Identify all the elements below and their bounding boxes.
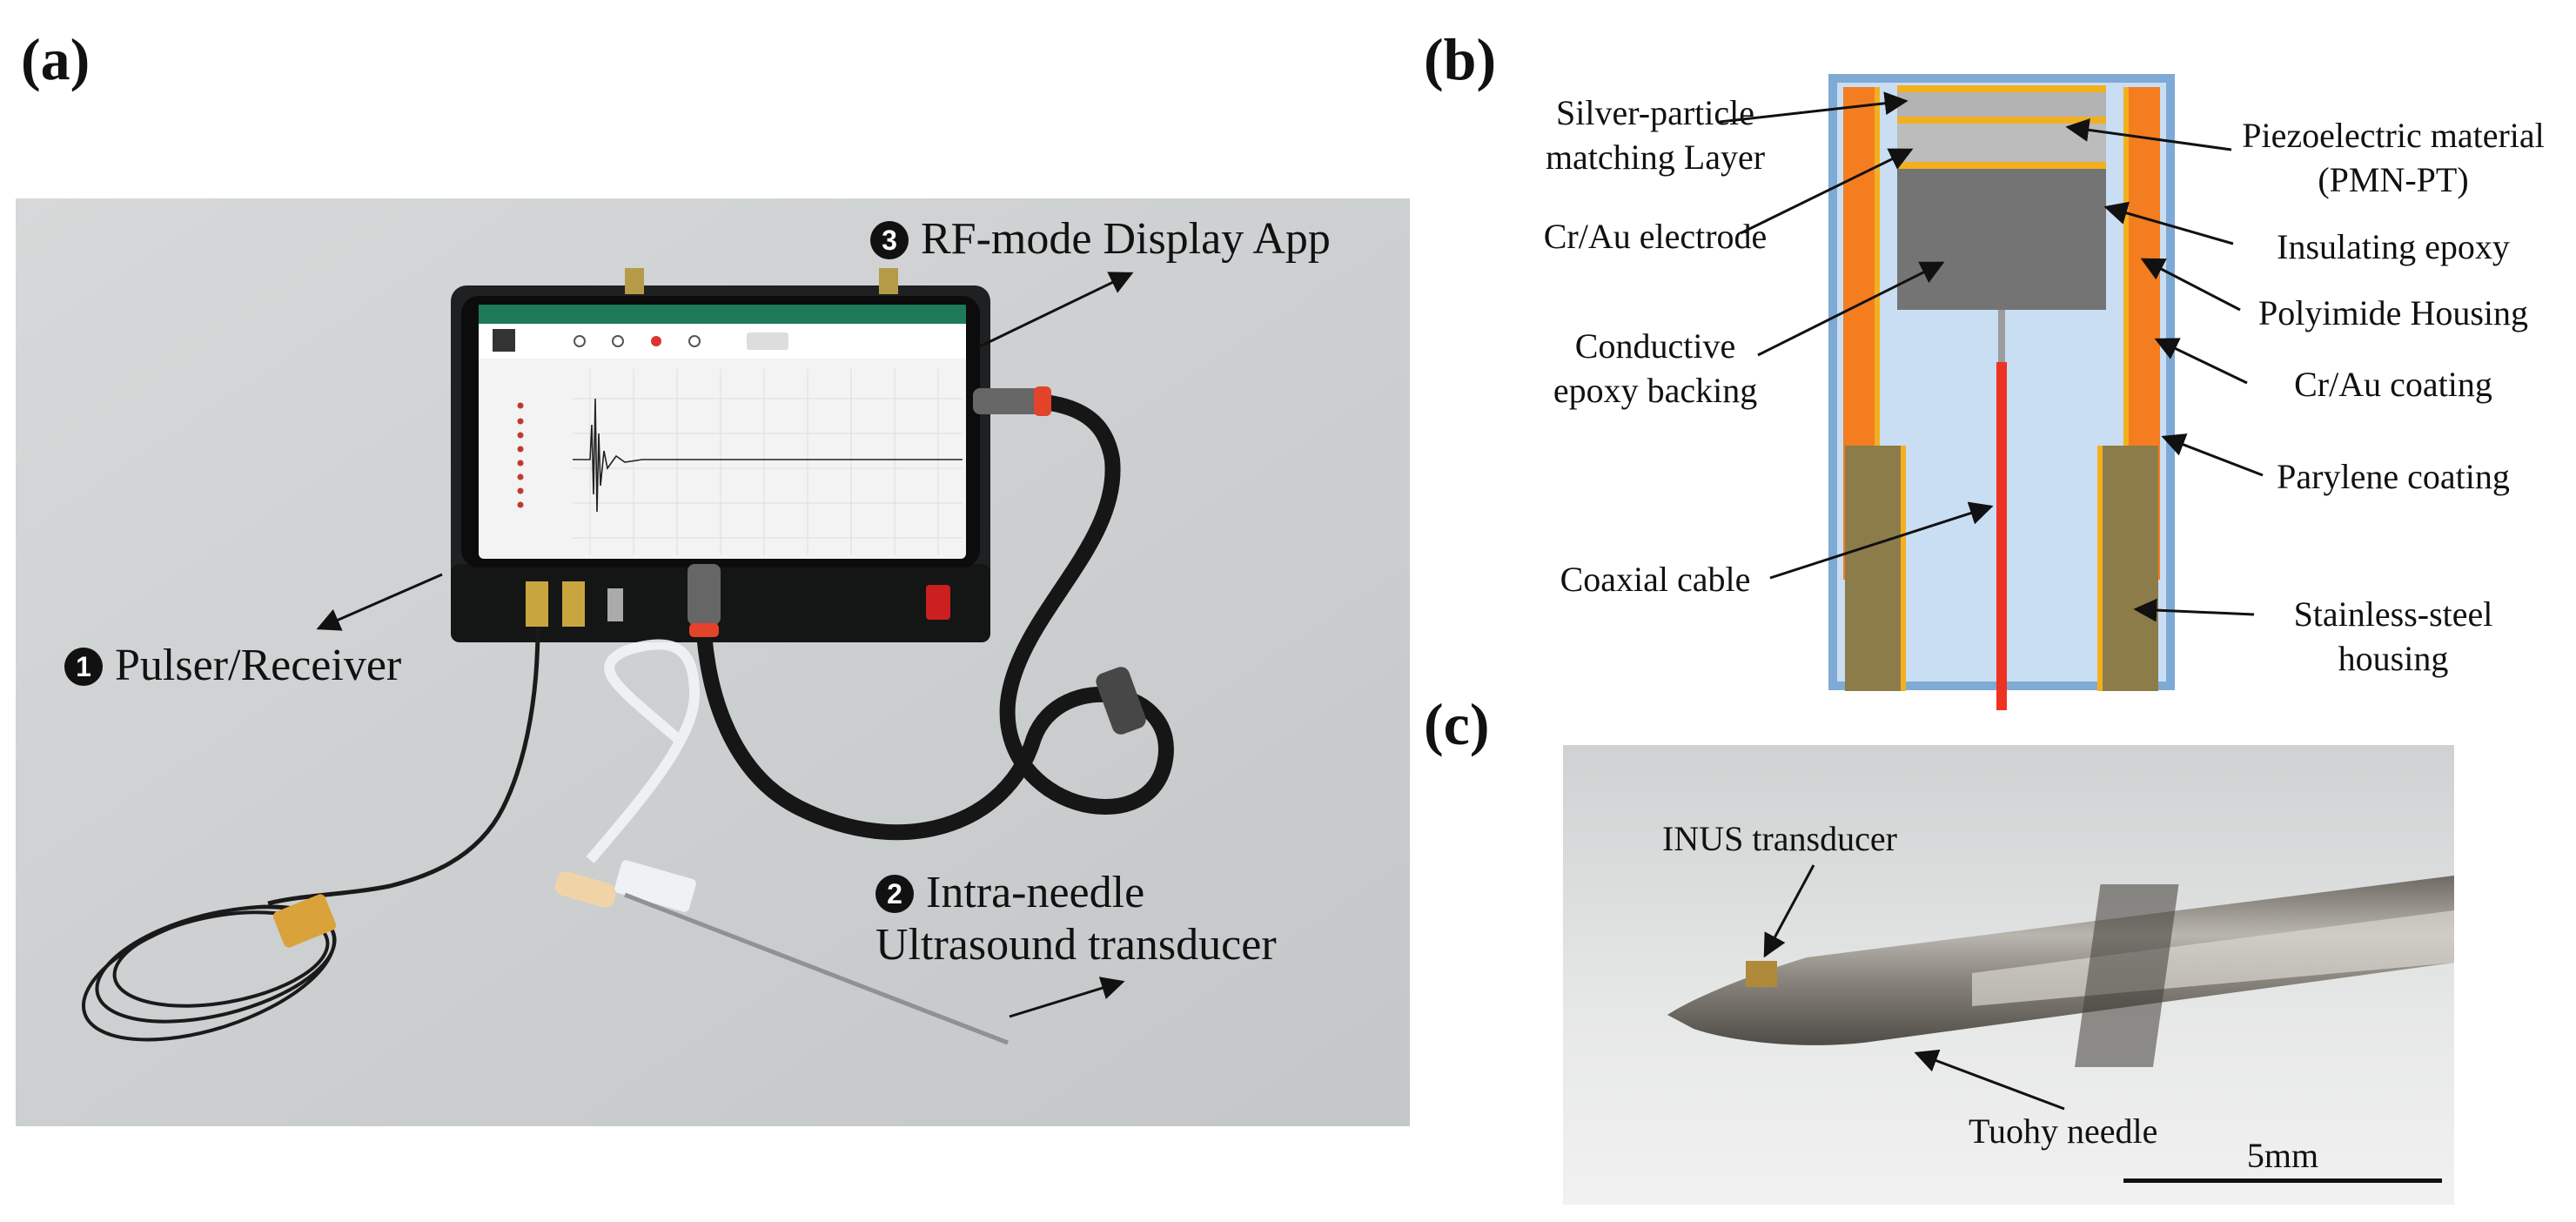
label-electrode: Cr/Au electrode [1543, 217, 1768, 256]
label-parylene-coating: Parylene coating [2277, 457, 2510, 496]
label-crau-coating: Cr/Au coating [2294, 365, 2492, 404]
stainless-steel-right [2103, 446, 2158, 691]
matching-layer [1897, 92, 2106, 117]
label-insulating-epoxy: Insulating epoxy [2277, 227, 2510, 266]
backing-layer [1897, 169, 2106, 310]
scale-bar [2123, 1178, 2442, 1183]
panel-c-label: (c) [1424, 691, 1490, 757]
callout-number-2: 2 [875, 875, 914, 913]
transducer-cross-section [1828, 74, 2175, 710]
label-tuohy-needle: Tuohy needle [1969, 1111, 2158, 1151]
tuohy-needle [1667, 876, 2454, 1045]
label-inus-transducer: INUS transducer [1662, 819, 1897, 858]
label-coaxial-cable: Coaxial cable [1560, 560, 1751, 599]
needle-photo [1563, 745, 2454, 1205]
callout-number-3: 3 [870, 221, 909, 259]
device-photo [16, 198, 1410, 1126]
label-silver-matching: Silver-particle matching Layer [1545, 93, 1766, 178]
label-polyimide-housing: Polyimide Housing [2257, 293, 2529, 332]
piezo-layer [1897, 124, 2106, 162]
scale-bar-label: 5mm [2246, 1136, 2319, 1175]
stainless-steel-left [1845, 446, 1901, 691]
inus-transducer-tip [1746, 961, 1777, 987]
label-conductive-backing: Conductive epoxy backing [1553, 326, 1758, 411]
callout-number-1: 1 [64, 648, 103, 686]
label-stainless-housing: Stainless-steel housing [2293, 594, 2493, 679]
label-piezo: Piezoelectric material (PMN-PT) [2242, 116, 2545, 200]
coaxial-cable-core [1996, 362, 2007, 710]
panel-a-label: (a) [21, 26, 91, 92]
panel-b-label: (b) [1424, 26, 1497, 92]
